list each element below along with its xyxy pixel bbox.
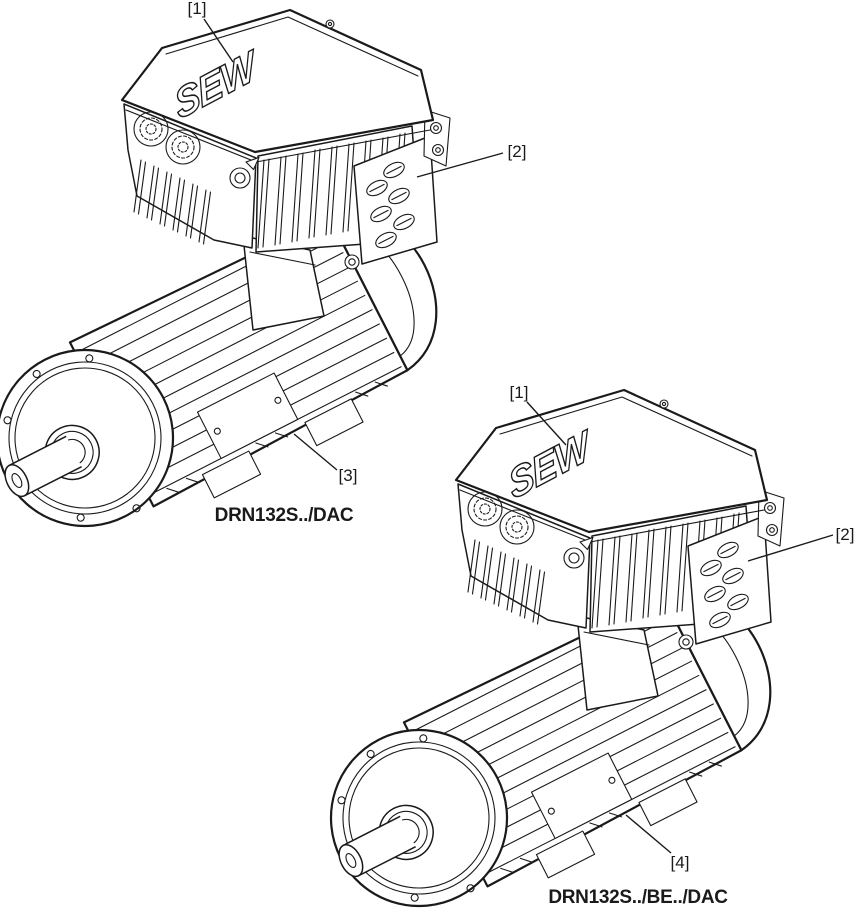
callout-3-figure-1: [3]: [339, 466, 358, 485]
callout-1-figure-2: [1]: [510, 383, 529, 402]
figure-2: [1] [2] [4] DRN132S../BE../DAC: [295, 383, 855, 914]
leader-line-2-2: [747, 534, 834, 562]
callout-1-figure-1: [1]: [188, 0, 207, 18]
figure-2-caption: DRN132S../BE../DAC: [548, 887, 728, 908]
leader-line-2-1: [526, 401, 567, 446]
figure-1-caption: DRN132S../DAC: [215, 505, 354, 526]
figure-1: [1] [2] [3] DRN132S../DAC: [0, 0, 527, 580]
callout-2-figure-2: [2]: [836, 525, 855, 544]
leader-line-2-4: [625, 814, 672, 854]
leader-line-1-2: [416, 152, 504, 178]
callout-4-figure-2: [4]: [671, 853, 690, 872]
leader-line-1-3: [293, 433, 338, 471]
leader-line-1-1: [203, 18, 234, 63]
callout-2-figure-1: [2]: [508, 142, 527, 161]
